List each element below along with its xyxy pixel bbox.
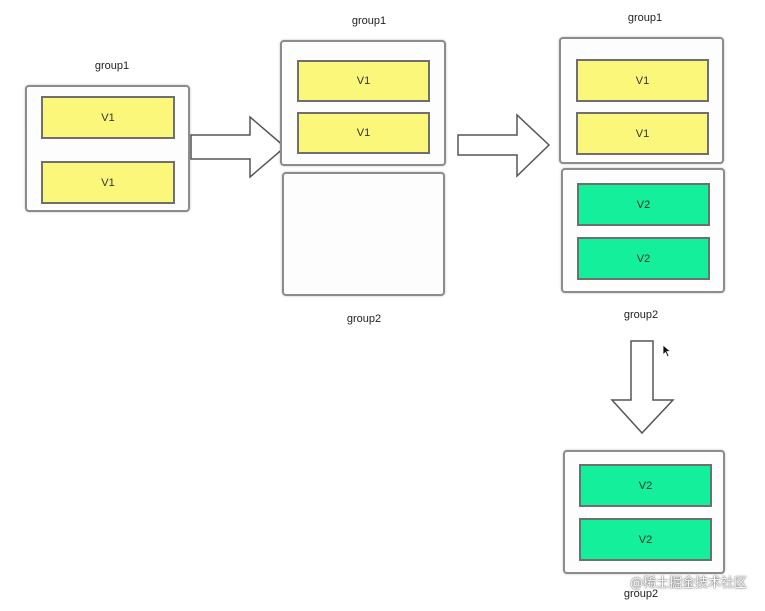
stage3-group1: V1 V1 <box>559 37 724 164</box>
stage3-group2-label: group2 <box>623 309 659 321</box>
stage2-v1-box-1: V1 <box>297 60 430 102</box>
arrow-down <box>610 340 675 435</box>
stage2-group2 <box>282 172 445 296</box>
stage3-group1-label: group1 <box>627 12 663 24</box>
stage3-v2-box-1: V2 <box>577 183 710 226</box>
arrow-right-1 <box>190 115 287 179</box>
mouse-pointer-icon <box>662 344 672 358</box>
stage2-v1-box-2: V1 <box>297 112 430 154</box>
stage2-group2-label: group2 <box>346 313 382 325</box>
stage1-v1-box-1: V1 <box>41 96 175 139</box>
stage3-v1-box-1: V1 <box>576 59 709 102</box>
stage2-group1: V1 V1 <box>280 40 446 166</box>
stage4-group2: V2 V2 <box>563 450 725 574</box>
stage4-v2-box-2: V2 <box>579 518 712 561</box>
stage4-v2-box-1: V2 <box>579 464 712 507</box>
watermark: @稀土掘金技术社区 <box>629 576 747 591</box>
stage4-group2-label: group2 <box>623 588 659 600</box>
stage3-v2-box-2: V2 <box>577 237 710 280</box>
stage1-group1: V1 V1 <box>25 85 190 212</box>
stage3-group2: V2 V2 <box>561 168 725 293</box>
stage1-group1-label: group1 <box>94 60 130 72</box>
stage2-group1-label: group1 <box>351 15 387 27</box>
stage3-v1-box-2: V1 <box>576 112 709 155</box>
stage1-v1-box-2: V1 <box>41 161 175 204</box>
arrow-right-2 <box>457 113 551 178</box>
